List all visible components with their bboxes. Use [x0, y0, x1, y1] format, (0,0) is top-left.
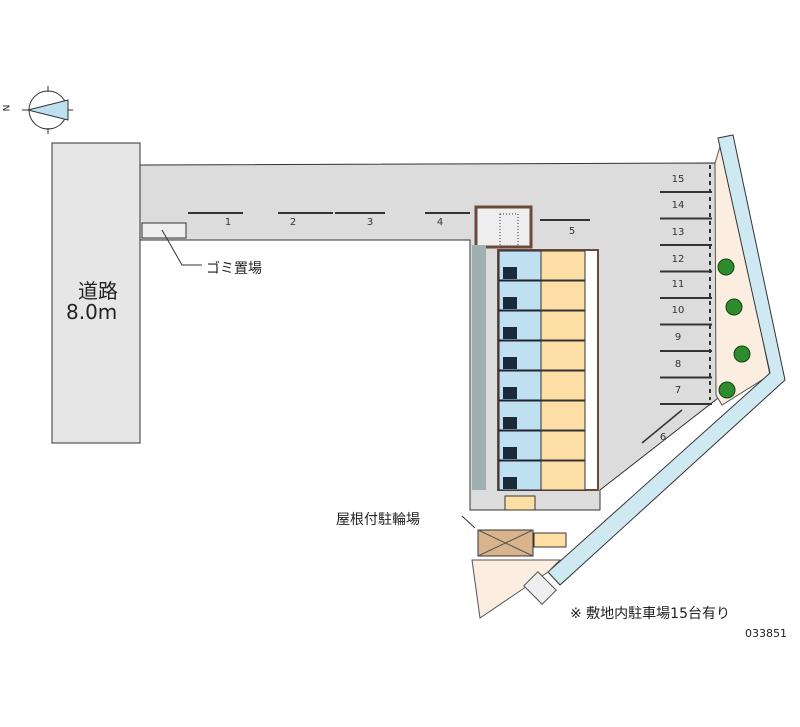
apartment-unit: [498, 460, 586, 491]
tree-icon: [725, 298, 743, 316]
parking-space-8: 8: [674, 359, 682, 370]
parking-space-9: 9: [674, 332, 682, 343]
apartment-unit: [498, 370, 586, 401]
road-label: 道路: [78, 279, 118, 303]
tree-icon: [717, 258, 735, 276]
garbage-area: [141, 222, 187, 239]
parking-space-14: 14: [671, 200, 685, 211]
parking-lot: [139, 162, 723, 511]
apartment-unit: [498, 340, 586, 371]
water-channel: [547, 134, 786, 586]
parking-space-6: 6: [659, 432, 667, 443]
parking-space-3: 3: [366, 217, 374, 228]
parking-space-11: 11: [671, 279, 685, 290]
parking-space-15: 15: [671, 174, 685, 185]
property-code: 033851: [745, 627, 787, 640]
parking-space-1: 1: [224, 217, 232, 228]
compass-label: N: [2, 104, 13, 112]
parking-space-13: 13: [671, 227, 685, 238]
apartment-unit: [498, 430, 586, 461]
parking-space-7: 7: [674, 385, 682, 396]
tree-icon: [718, 381, 736, 399]
garbage-label: ゴミ置場: [206, 261, 262, 277]
road: [51, 142, 141, 444]
parking-space-10: 10: [671, 305, 685, 316]
apartment-unit: [498, 400, 586, 431]
apartment-unit: [498, 280, 586, 311]
stairwell: [474, 205, 533, 249]
parking-space-2: 2: [289, 217, 297, 228]
bicycle-label: 屋根付駐輪場: [336, 512, 420, 528]
tree-icon: [733, 345, 751, 363]
apartment-unit: [498, 250, 586, 281]
parking-space-5: 5: [568, 226, 576, 237]
parking-space-4: 4: [436, 217, 444, 228]
apartment-unit: [498, 310, 586, 341]
road-width: 8.0m: [66, 300, 118, 324]
compass-icon: [22, 86, 73, 134]
parking-space-12: 12: [671, 254, 685, 265]
parking-note: ※ 敷地内駐車場15台有り: [570, 606, 730, 622]
